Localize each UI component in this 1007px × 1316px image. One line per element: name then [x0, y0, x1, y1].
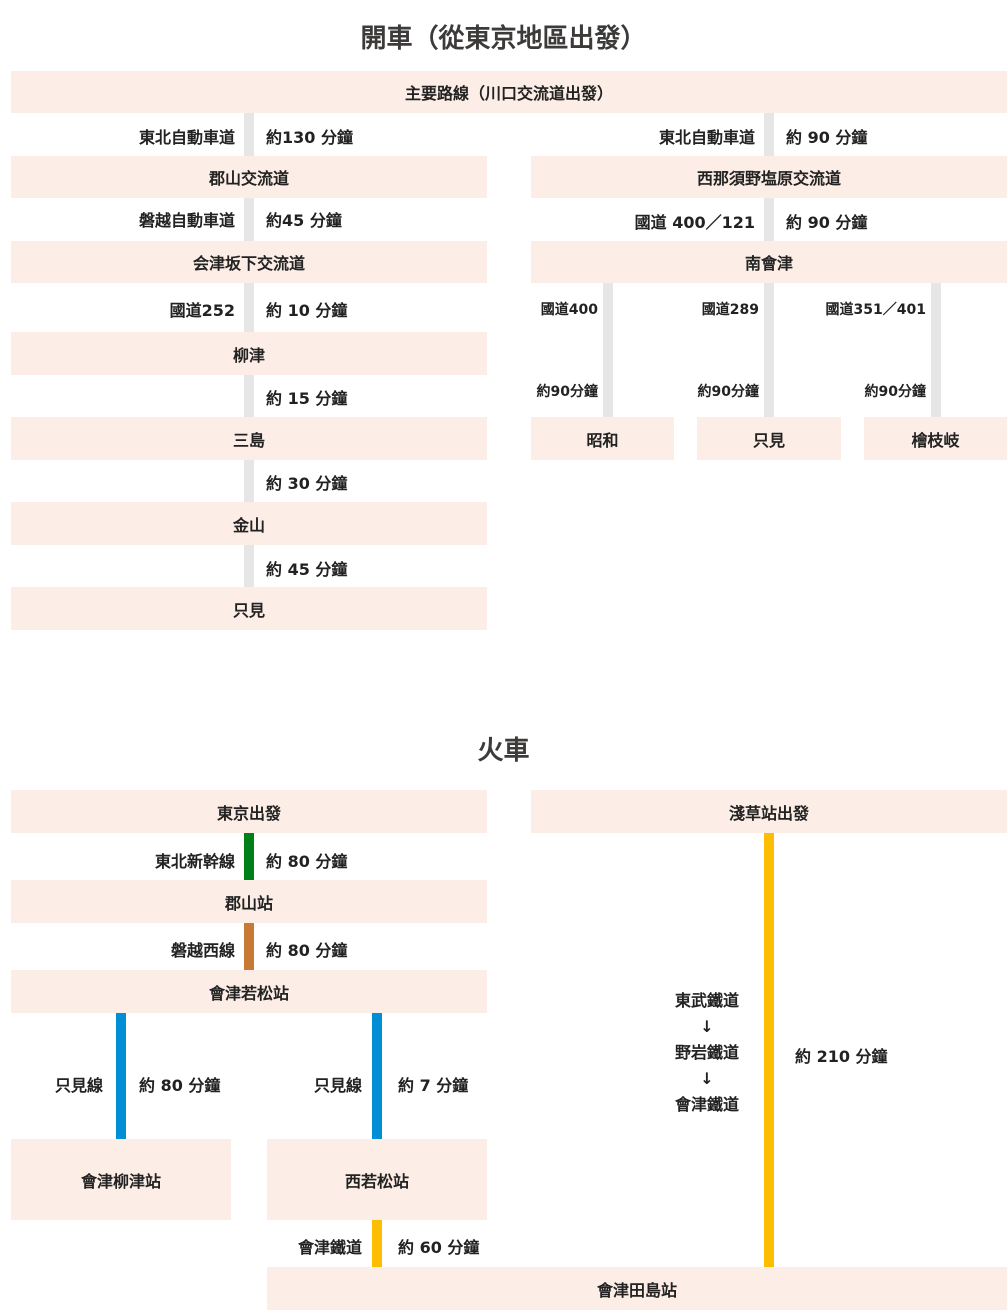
travel-time: 約 60 分鐘 — [398, 1238, 480, 1257]
stop-box: 会津坂下交流道 — [11, 241, 487, 283]
travel-time: 約 30 分鐘 — [266, 474, 348, 493]
railway-sequence: 東武鐵道 ↓ 野岩鐵道 ↓ 會津鐵道 — [645, 988, 769, 1118]
car-section-title: 開車（從東京地區出發） — [360, 24, 647, 54]
railway-name: 野岩鐵道 — [674, 1043, 739, 1062]
line-label: 會津鐵道 — [297, 1238, 362, 1257]
branch-line — [603, 283, 613, 417]
branch-road-label: 國道351／401 — [825, 302, 926, 318]
aizu-railway-line — [372, 1220, 382, 1267]
down-arrow-icon: ↓ — [700, 1069, 714, 1088]
main-route-header: 主要路線（川口交流道出發） — [11, 71, 1007, 113]
branch-time: 約90分鐘 — [697, 384, 759, 400]
stop-box: 西那須野塩原交流道 — [531, 156, 1007, 198]
stop-box: 柳津 — [11, 332, 487, 375]
travel-time: 約 10 分鐘 — [266, 301, 348, 320]
route-line — [764, 113, 774, 156]
road-label: 國道252 — [169, 301, 235, 320]
branch-line — [931, 283, 941, 417]
line-label: 只見線 — [313, 1076, 362, 1095]
travel-time: 約45 分鐘 — [266, 211, 342, 230]
route-line — [244, 375, 254, 417]
tadami-line — [116, 1013, 126, 1139]
travel-time: 約 45 分鐘 — [266, 560, 348, 579]
branch-road-label: 國道289 — [701, 302, 759, 318]
line-label: 磐越西線 — [170, 941, 235, 960]
road-label: 東北自動車道 — [138, 128, 235, 147]
tadami-line — [372, 1013, 382, 1139]
train-section-title: 火車 — [477, 736, 530, 766]
start-station-box: 東京出發 — [11, 790, 487, 833]
down-arrow-icon: ↓ — [700, 1017, 714, 1036]
start-station-box: 淺草站出發 — [531, 790, 1007, 833]
travel-time: 約 80 分鐘 — [266, 941, 348, 960]
road-label: 國道 400／121 — [634, 213, 755, 232]
stop-box: 郡山交流道 — [11, 156, 487, 198]
destination-box: 檜枝岐 — [864, 417, 1007, 460]
travel-time: 約 7 分鐘 — [398, 1076, 469, 1095]
destination-box: 只見 — [697, 417, 841, 460]
branch-time: 約90分鐘 — [536, 384, 598, 400]
travel-time: 約130 分鐘 — [266, 128, 353, 147]
destination-box: 昭和 — [531, 417, 674, 460]
stop-box: 金山 — [11, 502, 487, 545]
route-line — [244, 113, 254, 156]
stop-box: 三島 — [11, 417, 487, 460]
banetsu-west-line — [244, 923, 254, 970]
travel-time: 約 80 分鐘 — [266, 852, 348, 871]
station-box: 西若松站 — [267, 1139, 487, 1220]
branch-time: 約90分鐘 — [864, 384, 926, 400]
route-line — [764, 198, 774, 241]
branch-line — [764, 283, 774, 417]
travel-time: 約 15 分鐘 — [266, 389, 348, 408]
station-box: 郡山站 — [11, 880, 487, 923]
route-line — [244, 283, 254, 332]
railway-name: 會津鐵道 — [674, 1095, 739, 1114]
stop-box: 南會津 — [531, 241, 1007, 283]
road-label: 磐越自動車道 — [138, 211, 235, 230]
travel-time: 約 80 分鐘 — [139, 1076, 221, 1095]
shinkansen-line — [244, 833, 254, 880]
travel-time: 約 210 分鐘 — [795, 1047, 888, 1066]
route-line — [244, 545, 254, 587]
station-box: 會津柳津站 — [11, 1139, 231, 1220]
tobu-yagan-aizu-line — [764, 833, 774, 1267]
travel-time: 約 90 分鐘 — [786, 213, 868, 232]
route-line — [244, 460, 254, 502]
road-label: 東北自動車道 — [658, 128, 755, 147]
stop-box: 只見 — [11, 587, 487, 630]
line-label: 東北新幹線 — [154, 852, 235, 871]
line-label: 只見線 — [54, 1076, 103, 1095]
railway-name: 東武鐵道 — [674, 991, 739, 1010]
travel-time: 約 90 分鐘 — [786, 128, 868, 147]
station-box: 會津若松站 — [11, 970, 487, 1013]
destination-station-box: 會津田島站 — [267, 1267, 1007, 1310]
branch-road-label: 國道400 — [540, 302, 598, 318]
route-line — [244, 198, 254, 241]
